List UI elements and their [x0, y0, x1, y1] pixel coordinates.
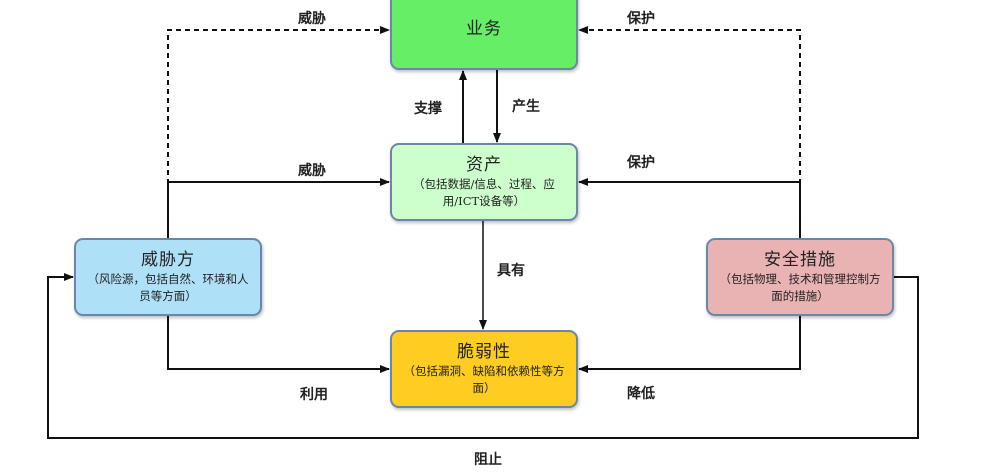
threat-source-node: 威胁方 （风险源，包括自然、环境和人员等方面）	[74, 238, 262, 316]
edge-label-produce: 产生	[512, 99, 540, 115]
edge-label-threat-business: 威胁	[298, 11, 326, 27]
threat-source-description: （风险源，包括自然、环境和人员等方面）	[87, 272, 249, 303]
asset-description: （包括数据/信息、过程、应用/ICT设备等）	[413, 177, 555, 208]
vulnerability-description: （包括漏洞、缺陷和依赖性等方面）	[403, 364, 565, 395]
business-node: 业务	[390, 0, 578, 70]
edge-label-exploit: 利用	[300, 387, 328, 403]
asset-node: 资产 （包括数据/信息、过程、应用/ICT设备等）	[390, 143, 578, 221]
edge-label-reduce: 降低	[627, 386, 655, 402]
vulnerability-node: 脆弱性 （包括漏洞、缺陷和依赖性等方面）	[390, 330, 578, 408]
edge-label-has: 具有	[497, 263, 525, 279]
edge-label-protect-asset: 保护	[627, 155, 655, 171]
security-measure-node: 安全措施 （包括物理、技术和管理控制方面的措施）	[706, 238, 894, 316]
edge-threat-exploits-vulnerability	[167, 316, 390, 373]
edge-measure-prevents-threat	[47, 273, 919, 439]
asset-title: 资产	[466, 155, 502, 175]
vulnerability-title: 脆弱性	[457, 342, 511, 362]
edge-label-threat-asset: 威胁	[298, 163, 326, 179]
security-measure-description: （包括物理、技术和管理控制方面的措施）	[719, 272, 881, 303]
business-title: 业务	[466, 19, 502, 39]
threat-source-title: 威胁方	[141, 250, 195, 270]
edge-measure-protects-business	[578, 26, 801, 238]
edge-label-prevent: 阻止	[474, 452, 502, 468]
edge-label-support: 支撑	[414, 101, 442, 117]
edge-measure-reduces-vulnerability	[578, 316, 801, 373]
security-measure-title: 安全措施	[764, 250, 836, 270]
edge-label-protect-business: 保护	[627, 11, 655, 27]
edge-measure-protects-asset	[578, 178, 801, 238]
edge-threat-to-asset	[167, 178, 390, 238]
edge-threat-to-business	[167, 26, 390, 238]
